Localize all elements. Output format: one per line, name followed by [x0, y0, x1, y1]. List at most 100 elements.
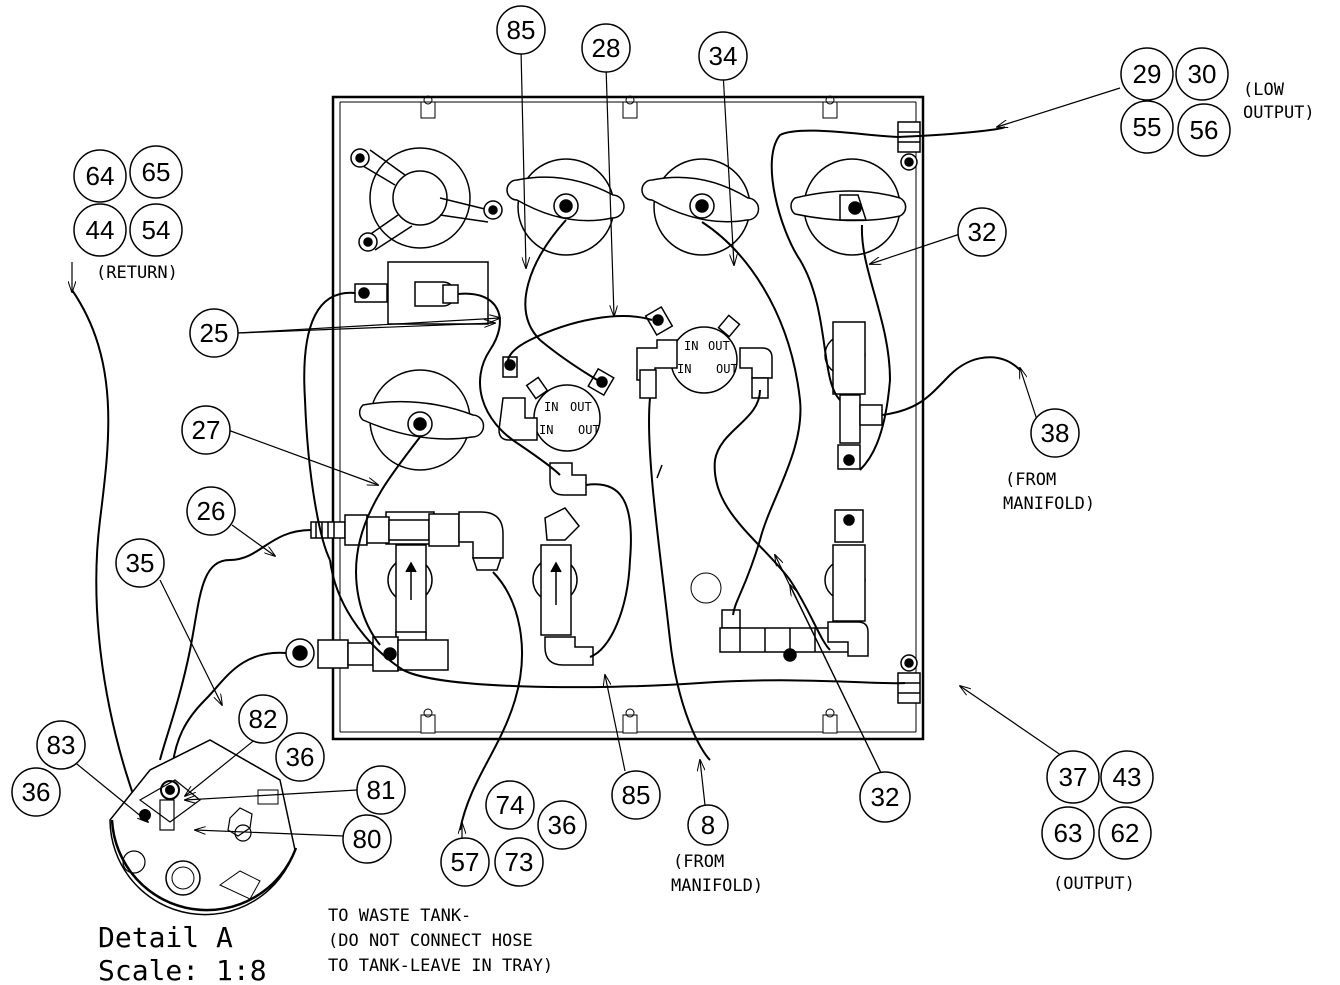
- port-in-label: IN: [677, 362, 691, 376]
- balloon-32: 32: [957, 207, 1007, 257]
- balloon-54: 54: [129, 203, 183, 257]
- svg-text:37: 37: [1059, 762, 1088, 792]
- port-in-label: IN: [684, 339, 698, 353]
- balloon-80: 80: [342, 814, 392, 864]
- waste-tank-note-2: (DO NOT CONNECT HOSE: [328, 931, 533, 951]
- svg-text:43: 43: [1113, 762, 1142, 792]
- svg-text:32: 32: [871, 782, 900, 812]
- detail-scale: Scale: 1:8: [98, 954, 267, 985]
- svg-text:36: 36: [286, 742, 315, 772]
- waste-tank-note-3: TO TANK-LEAVE IN TRAY): [328, 956, 553, 976]
- svg-text:73: 73: [505, 847, 534, 877]
- port-out-label: OUT: [570, 400, 592, 414]
- svg-text:36: 36: [548, 810, 577, 840]
- balloon-56: 56: [1177, 103, 1231, 157]
- mounting-panel: [331, 95, 925, 741]
- svg-text:81: 81: [367, 775, 396, 805]
- detail-title: Detail A: [98, 921, 233, 954]
- svg-text:55: 55: [1133, 112, 1162, 142]
- balloon-28: 28: [581, 23, 631, 73]
- balloon-30: 30: [1175, 47, 1229, 101]
- port-in-label: IN: [539, 423, 553, 437]
- svg-text:36: 36: [22, 777, 51, 807]
- svg-text:32: 32: [968, 217, 997, 247]
- valve-bodies: [498, 305, 773, 452]
- svg-text:83: 83: [47, 730, 76, 760]
- svg-text:54: 54: [142, 215, 171, 245]
- svg-text:26: 26: [197, 496, 226, 526]
- from-manifold-bottom-note-2: MANIFOLD): [671, 876, 763, 896]
- valve-port-labels: IN OUT IN OUT IN OUT IN OUT: [539, 339, 738, 437]
- from-manifold-note: (FROM: [1005, 470, 1056, 490]
- svg-text:34: 34: [709, 41, 738, 71]
- balloon-74: 74: [485, 780, 535, 830]
- svg-text:28: 28: [592, 33, 621, 63]
- svg-text:30: 30: [1188, 59, 1217, 89]
- svg-text:85: 85: [622, 780, 651, 810]
- from-manifold-note-2: MANIFOLD): [1003, 494, 1095, 514]
- balloon-36: 36: [537, 800, 587, 850]
- hoses: [71, 126, 1021, 831]
- balloon-29: 29: [1120, 47, 1174, 101]
- balloon-26: 26: [186, 486, 236, 536]
- svg-text:63: 63: [1054, 818, 1083, 848]
- right-fittings: [897, 121, 921, 704]
- svg-text:62: 62: [1111, 818, 1140, 848]
- balloon-82: 82: [238, 694, 288, 744]
- svg-text:64: 64: [86, 161, 115, 191]
- from-manifold-bottom-note: (FROM: [673, 852, 724, 872]
- detail-a-view: [109, 739, 298, 916]
- balloon-85: 85: [611, 770, 661, 820]
- waste-tank-note: TO WASTE TANK-: [328, 906, 471, 926]
- svg-text:35: 35: [126, 548, 155, 578]
- svg-text:74: 74: [496, 790, 525, 820]
- port-in-label: IN: [544, 400, 558, 414]
- balloon-34: 34: [698, 31, 748, 81]
- port-out-label: OUT: [708, 339, 730, 353]
- balloon-65: 65: [129, 145, 183, 199]
- balloon-43: 43: [1100, 750, 1154, 804]
- svg-text:80: 80: [353, 824, 382, 854]
- svg-text:38: 38: [1041, 418, 1070, 448]
- svg-text:57: 57: [451, 847, 480, 877]
- balloon-32: 32: [859, 771, 911, 823]
- balloon-38: 38: [1030, 408, 1080, 458]
- low-output-note: (LOW: [1243, 80, 1285, 100]
- balloon-36: 36: [275, 732, 325, 782]
- output-note: (OUTPUT): [1053, 874, 1135, 894]
- port-out-label: OUT: [578, 423, 600, 437]
- balloon-83: 83: [36, 720, 86, 770]
- port-out-label: OUT: [716, 362, 738, 376]
- svg-text:8: 8: [701, 810, 715, 840]
- svg-text:27: 27: [192, 415, 221, 445]
- balloon-64: 64: [73, 149, 127, 203]
- balloon-37: 37: [1046, 750, 1100, 804]
- balloon-27: 27: [181, 405, 231, 455]
- balloon-57: 57: [440, 837, 490, 887]
- balloon-55: 55: [1120, 100, 1174, 154]
- left-fitting-row: [285, 511, 504, 672]
- leader-lines: [72, 49, 1121, 845]
- balloon-85: 85: [496, 5, 546, 55]
- return-note: (RETURN): [96, 263, 178, 283]
- top-left-regulator: [350, 147, 503, 325]
- balloon-81: 81: [356, 765, 406, 815]
- gauge-assemblies: [358, 158, 907, 471]
- notes: (LOW OUTPUT) (RETURN) (FROM MANIFOLD) (F…: [96, 80, 1315, 985]
- flow-meters: [385, 321, 883, 669]
- balloon-36: 36: [11, 767, 61, 817]
- balloon-44: 44: [73, 203, 127, 257]
- svg-text:29: 29: [1133, 59, 1162, 89]
- balloon-73: 73: [494, 837, 544, 887]
- svg-text:85: 85: [507, 15, 536, 45]
- svg-text:56: 56: [1190, 115, 1219, 145]
- low-output-note-2: OUTPUT): [1243, 103, 1315, 123]
- svg-text:44: 44: [86, 215, 115, 245]
- balloon-62: 62: [1098, 806, 1152, 860]
- balloon-8: 8: [687, 804, 729, 846]
- svg-text:25: 25: [200, 318, 229, 348]
- svg-text:65: 65: [142, 157, 171, 187]
- svg-text:82: 82: [249, 704, 278, 734]
- balloon-35: 35: [115, 538, 165, 588]
